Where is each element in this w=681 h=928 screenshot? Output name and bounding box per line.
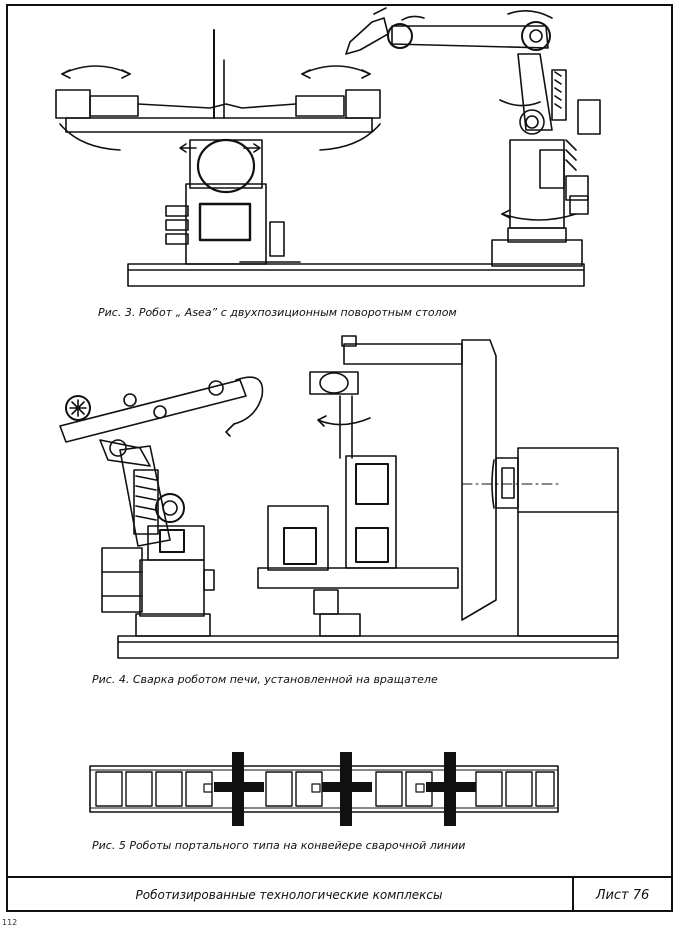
- fig5-gantry-robot-3: [426, 752, 476, 826]
- fig4-drawing: [59, 335, 619, 659]
- fig4-cable-loop: [233, 376, 264, 425]
- title-block-title: Роботизированные технологические комплек…: [6, 878, 574, 912]
- fig3-caption: Рис. 3. Робот „ Asea” с двухпозиционным …: [98, 306, 457, 319]
- fig4-upper-arm: [59, 379, 247, 443]
- fig5-gantry-robot-1: [214, 752, 264, 826]
- fig4-base-plate: [117, 635, 619, 659]
- fig4-caption: Рис. 4. Сварка роботом печи, установленн…: [92, 673, 438, 686]
- title-block: Роботизированные технологические комплек…: [6, 876, 673, 912]
- fig5-caption: Рис. 5 Роботы портального типа на конвей…: [92, 839, 466, 852]
- fig5-drawing: [89, 752, 559, 826]
- fig3-lower-arm: [517, 53, 553, 131]
- fig3-upper-arm: [391, 25, 549, 49]
- fig4-motor-block: [101, 547, 143, 613]
- title-block-sheet-number: Лист 76: [595, 887, 650, 903]
- fig4-rotator-tower: [461, 339, 497, 621]
- fig4-tower-arm: [343, 343, 463, 365]
- fig4-drive-unit: [517, 447, 619, 637]
- fig3-welding-torch: [345, 17, 389, 55]
- fig5-conveyor-outline: [89, 765, 559, 813]
- fig3-table-beam: [65, 117, 373, 133]
- fig3-base-plate: [127, 263, 585, 287]
- fig3-rotation-arrow-left: [61, 65, 131, 75]
- fig3-drawing: [55, 7, 601, 287]
- fig5-gantry-robot-2: [322, 752, 372, 826]
- drawing-sheet-frame: [6, 4, 673, 912]
- fig3-robot-base: [491, 239, 583, 267]
- fig3-rotation-arrow-right: [301, 65, 371, 75]
- fig4-rotating-table: [257, 567, 459, 589]
- page-number: 112: [2, 918, 18, 927]
- fig4-robot-pedestal: [139, 559, 205, 617]
- fig3-robot-column: [509, 139, 565, 229]
- fig4-wheel: [65, 395, 91, 421]
- fig3-positioner-body: [185, 183, 267, 265]
